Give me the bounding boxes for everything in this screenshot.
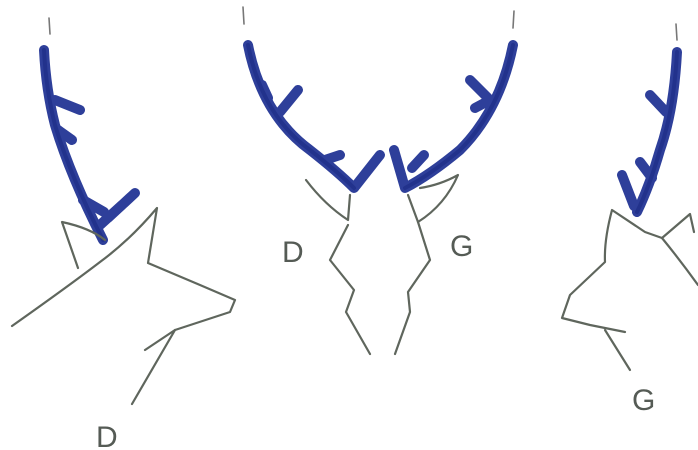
panel-left-profile: D <box>12 18 235 450</box>
ear-left-front <box>306 180 350 220</box>
antler-front <box>248 45 513 188</box>
head-outline-left-profile <box>12 208 235 350</box>
pencil-tip-mark <box>676 24 677 40</box>
pencil-tip-mark <box>49 18 50 34</box>
panel-front: D G <box>243 7 514 354</box>
panel-right-profile: G <box>562 24 698 417</box>
neck-outline <box>132 330 175 404</box>
label-right-profile: G <box>632 384 655 417</box>
head-outline-right-profile <box>562 210 698 332</box>
face-left-side <box>330 225 370 354</box>
antler-left-profile <box>44 50 135 240</box>
ear-right-profile <box>662 214 694 238</box>
neck-outline-right <box>605 330 630 370</box>
pencil-tip-mark-right <box>513 11 514 28</box>
face-right-side <box>395 222 430 354</box>
label-front-left: D <box>282 236 304 269</box>
pencil-tip-mark-left <box>243 7 244 24</box>
label-left-profile: D <box>96 421 118 450</box>
antler-right-profile <box>622 52 677 212</box>
label-front-right: G <box>450 230 473 263</box>
